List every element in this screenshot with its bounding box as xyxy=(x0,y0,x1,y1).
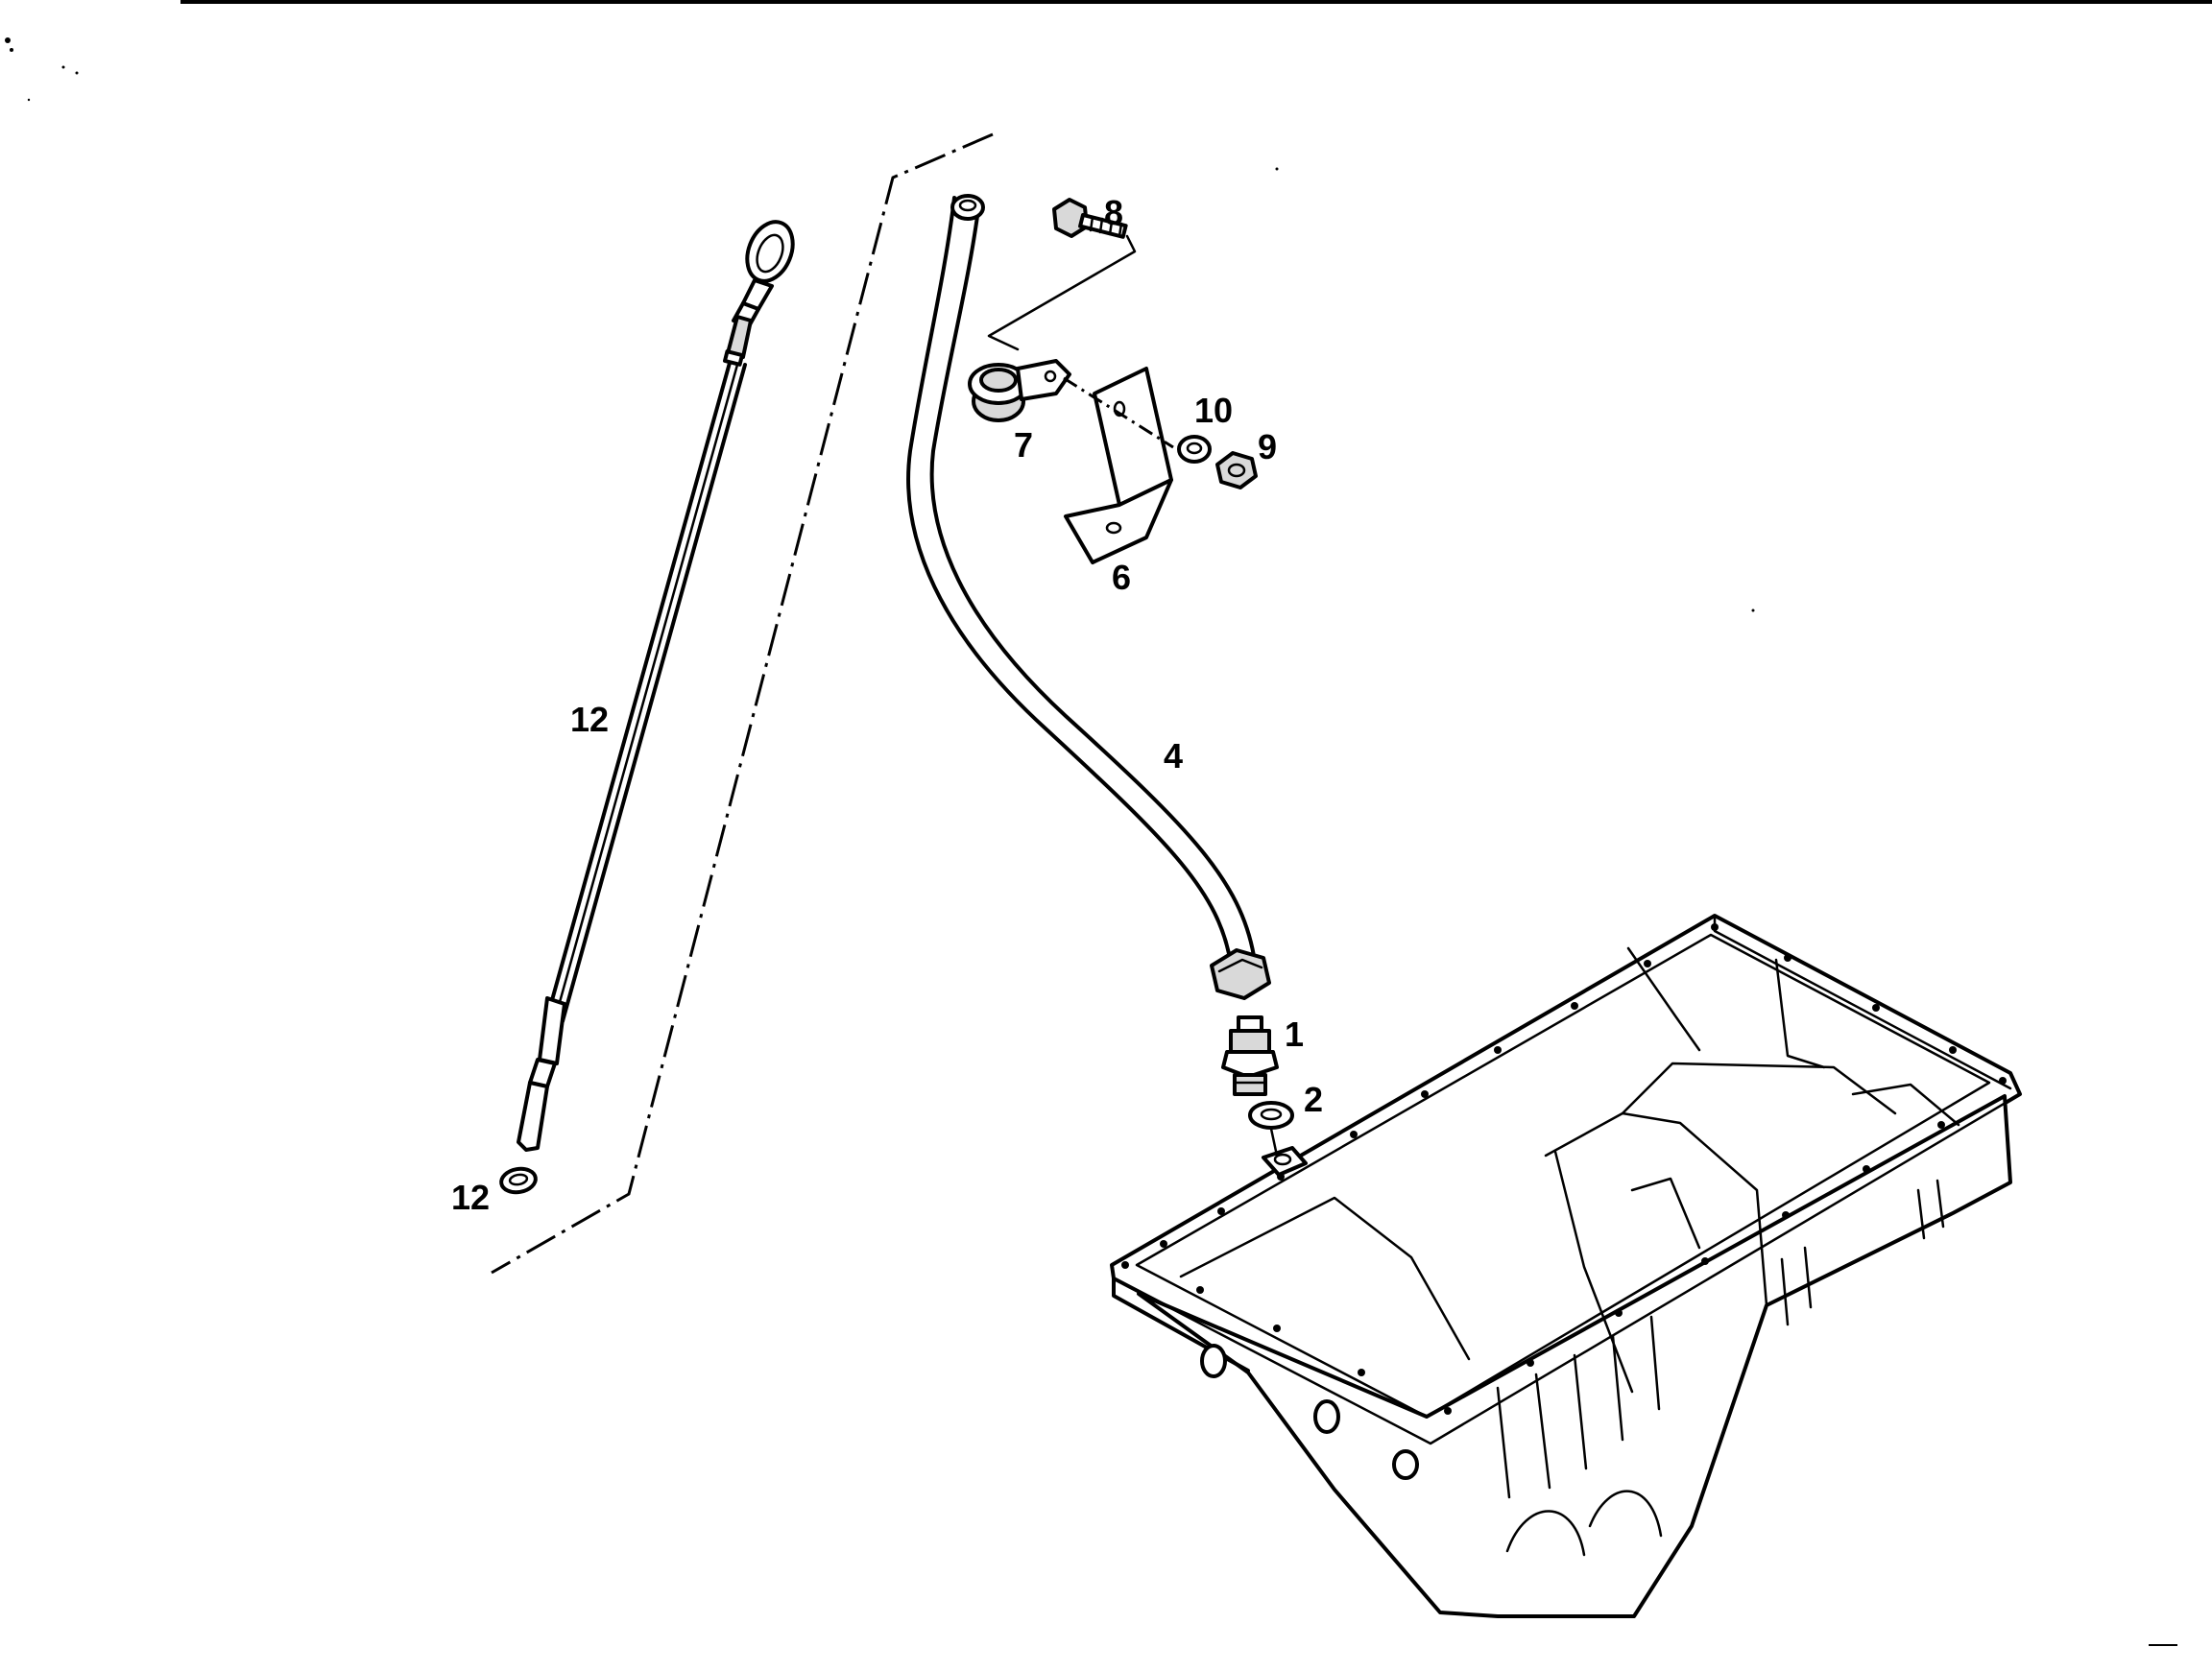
seal-ring-12 xyxy=(499,1166,538,1195)
tube-union-nut xyxy=(1210,948,1271,1000)
label-part-12-upper: 12 xyxy=(570,700,609,739)
label-part-10: 10 xyxy=(1194,391,1233,430)
washer-10 xyxy=(1177,435,1212,464)
dipstick-ring-handle xyxy=(745,220,795,283)
sealing-washer-2 xyxy=(1248,1101,1294,1130)
label-part-7: 7 xyxy=(1014,425,1033,465)
assembly-leader-bracket xyxy=(491,132,994,1275)
label-part-6: 6 xyxy=(1112,558,1131,597)
label-part-1: 1 xyxy=(1285,1015,1304,1054)
mounting-bracket-6 xyxy=(1064,367,1173,564)
oil-pan xyxy=(1110,914,2022,1618)
tube-clamp-7 xyxy=(968,359,1071,422)
tube-top-end xyxy=(950,194,985,221)
label-part-12-lower: 12 xyxy=(451,1178,490,1217)
label-part-8: 8 xyxy=(1104,193,1123,232)
dipstick xyxy=(517,220,795,1152)
part-labels: 8 10 9 7 6 4 12 1 2 12 xyxy=(451,193,1323,1217)
flange-bolt-holes xyxy=(1121,923,2007,1415)
dipstick-guide-tube xyxy=(906,194,1271,1000)
label-part-4: 4 xyxy=(1164,736,1183,776)
label-part-9: 9 xyxy=(1258,427,1277,466)
nut-9 xyxy=(1215,451,1258,489)
fitting-leader-line xyxy=(1269,1127,1279,1158)
threaded-fitting-1 xyxy=(1221,1015,1279,1096)
bolt-leader-line xyxy=(987,234,1137,351)
label-part-2: 2 xyxy=(1304,1080,1323,1119)
bolt-8 xyxy=(1052,198,1128,239)
fastener-axis-line xyxy=(1063,376,1174,449)
scan-marks xyxy=(5,37,2177,1646)
